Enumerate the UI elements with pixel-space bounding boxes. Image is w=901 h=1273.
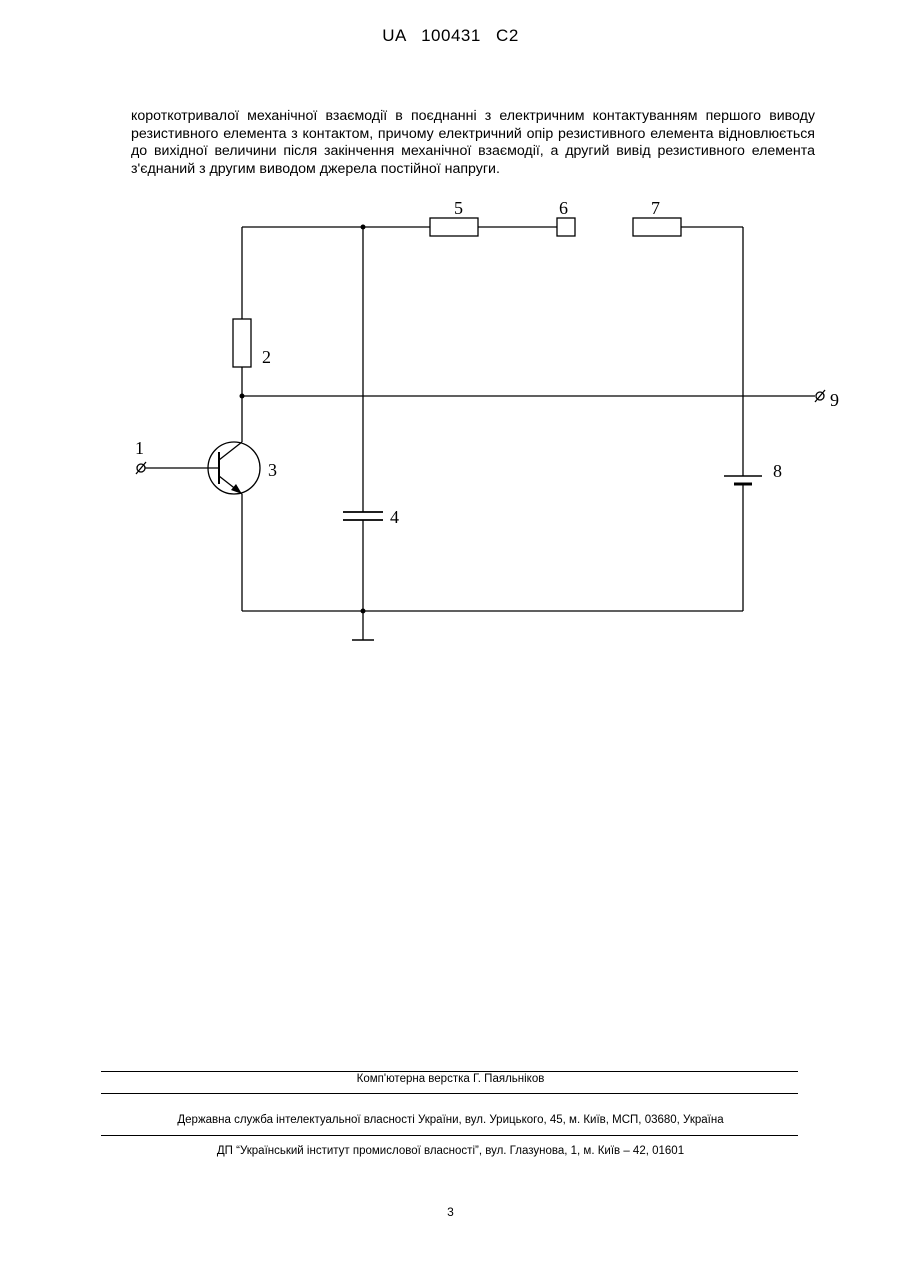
footer-agency: Державна служба інтелектуальної власност… xyxy=(0,1114,901,1126)
resistor-5 xyxy=(430,218,478,236)
page-number: 3 xyxy=(0,1205,901,1219)
footer-typesetting: Комп'ютерна верстка Г. Паяльніков xyxy=(0,1073,901,1085)
footer-rule-1 xyxy=(101,1071,798,1072)
contact-6 xyxy=(557,218,575,236)
footer-institute: ДП “Український інститут промислової вла… xyxy=(0,1145,901,1157)
label-input-terminal-1: 1 xyxy=(135,438,144,458)
junction-output xyxy=(240,394,245,399)
junction-bottom-middle xyxy=(361,609,366,614)
footer-rule-3 xyxy=(101,1135,798,1136)
label-transistor-3: 3 xyxy=(268,460,277,480)
label-output-terminal-9: 9 xyxy=(830,390,839,410)
label-capacitor-4: 4 xyxy=(390,507,399,527)
label-resistor-5: 5 xyxy=(454,198,463,218)
resistor-2 xyxy=(233,319,251,367)
circuit-diagram: 1 2 3 4 5 6 7 8 9 xyxy=(0,0,901,700)
footer-rule-2 xyxy=(101,1093,798,1094)
label-dc-source-8: 8 xyxy=(773,461,782,481)
label-contact-6: 6 xyxy=(559,198,568,218)
resistive-element-7 xyxy=(633,218,681,236)
label-resistor-2: 2 xyxy=(262,347,271,367)
label-resistive-element-7: 7 xyxy=(651,198,660,218)
junction-top-middle xyxy=(361,225,366,230)
transistor-3-emitter-arrow xyxy=(231,484,242,494)
